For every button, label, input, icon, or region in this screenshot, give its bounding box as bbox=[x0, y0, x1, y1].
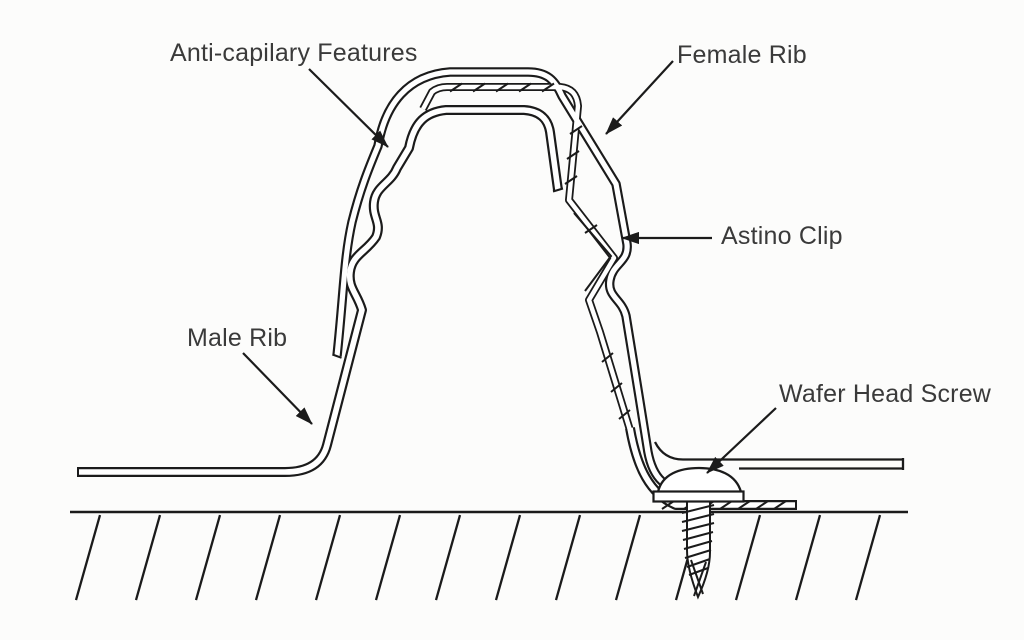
sheet-end-caps bbox=[77, 187, 797, 510]
profiles-outline-layer bbox=[78, 72, 796, 505]
wafer-screw-leader-arrow bbox=[706, 407, 777, 474]
female-rib-profile bbox=[337, 72, 690, 492]
profiles-core-layer bbox=[78, 72, 796, 505]
leader-arrows bbox=[242, 60, 777, 474]
screw-flange bbox=[652, 490, 745, 503]
label-female-rib: Female Rib bbox=[677, 41, 807, 69]
label-astino-clip: Astino Clip bbox=[721, 222, 843, 250]
label-anti-capillary-features: Anti-capilary Features bbox=[170, 39, 418, 67]
right-panel-flat bbox=[653, 441, 905, 470]
screw-drill-point-flutes bbox=[690, 559, 707, 597]
screw-threads bbox=[681, 504, 715, 576]
ground-hatching bbox=[74, 514, 882, 601]
screw-dome-head bbox=[656, 466, 743, 494]
male-rib-leader-arrow bbox=[242, 352, 313, 425]
label-male-rib: Male Rib bbox=[187, 324, 288, 352]
male-rib-profile bbox=[78, 110, 558, 472]
male-rib-core bbox=[78, 110, 558, 472]
label-wafer-head-screw: Wafer Head Screw bbox=[779, 380, 992, 408]
female-rib-core bbox=[337, 72, 690, 492]
wafer-head-screw bbox=[652, 466, 745, 600]
astino-clip-core bbox=[423, 87, 633, 440]
ground-substrate bbox=[70, 510, 908, 601]
female-rib-leader-arrow bbox=[605, 60, 674, 135]
astino-clip-strip bbox=[423, 87, 633, 440]
anti-capillary-leader-arrow bbox=[308, 68, 389, 148]
clip-spring-tab bbox=[573, 212, 613, 292]
